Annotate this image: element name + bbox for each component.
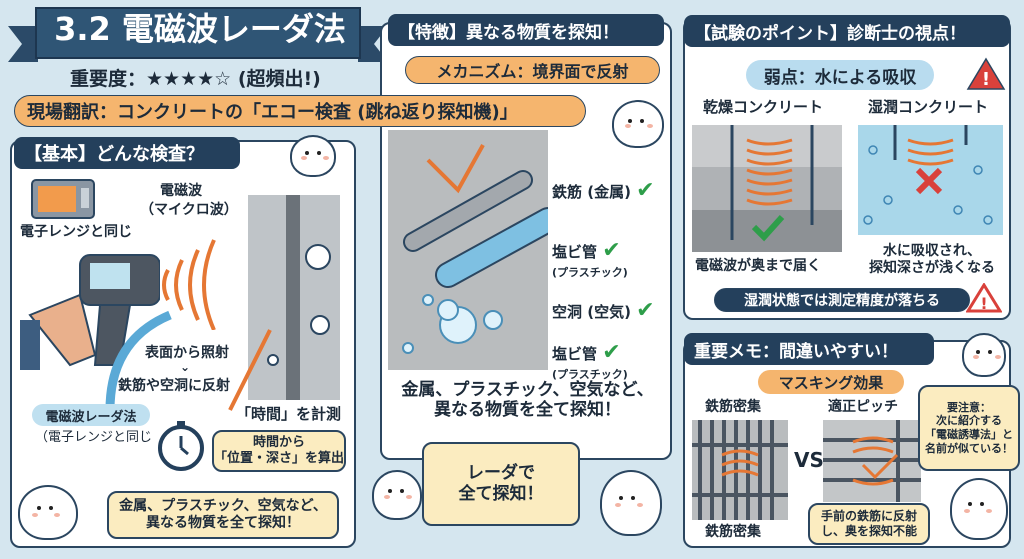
dense-title: 鉄筋密集 [705, 399, 761, 415]
basic-header: 【基本】どんな検査？ [14, 137, 240, 169]
feature-header: 【特徴】異なる物質を探知！ [388, 14, 664, 46]
warning-bar: 湿潤状態では測定精度が落ちる [714, 288, 970, 312]
reflect-label: 鉄筋や空洞に反射 [118, 378, 230, 394]
translation-banner: 現場翻訳：コンクリートの「エコー検査 (跳ね返り探知機)」 [14, 95, 586, 127]
title-ribbon [8, 7, 388, 62]
material-item: 空洞 (空気) ✔ [552, 298, 655, 323]
svg-text:!: ! [982, 69, 990, 90]
dense-rebar-illustration [692, 420, 788, 520]
material-item: 鉄筋 (金属) ✔ [552, 178, 655, 203]
bird-mascot [950, 478, 1008, 540]
concrete-materials-illustration [388, 130, 548, 370]
star-icons: ★★★★☆ [146, 68, 232, 90]
bird-mascot-waving [612, 100, 664, 148]
masking-pill: マスキング効果 [758, 370, 904, 394]
wet-concrete-illustration [858, 125, 1003, 235]
bird-mascot-tablet [962, 333, 1006, 377]
material-list: 鉄筋 (金属) ✔ 塩ビ管 ✔(プラスチック) 空洞 (空気) ✔ 塩ビ管 ✔(… [552, 178, 655, 383]
calc-bubble: 時間から 「位置・深さ」を算出 [212, 430, 346, 472]
wave-label: 電磁波 [160, 183, 202, 199]
wave-sublabel: （マイクロ波） [140, 202, 238, 218]
dry-concrete-illustration [692, 125, 842, 252]
warning-icon: ! [966, 57, 1006, 90]
memo-header: 重要メモ：間違いやすい！ [684, 333, 934, 365]
microwave-label: 電子レンジと同じ [20, 224, 132, 240]
material-item: 塩ビ管 ✔(プラスチック) [552, 340, 628, 382]
bird-mascot-tablet [600, 470, 662, 536]
concrete-section [248, 195, 340, 400]
page-title: 3.2 電磁波レーダ法 [54, 10, 346, 48]
microwave-icon [31, 179, 95, 219]
feature-summary: 金属、プラスチック、空気など、 異なる物質を全て探知！ [401, 380, 654, 421]
irradiate-label: 表面から照射 [145, 345, 229, 361]
down-arrow-icon: ⌄ [180, 360, 191, 374]
mechanism-pill: メカニズム：境界面で反射 [405, 56, 660, 84]
importance-rating: 重要度：★★★★☆ (超頻出!) [70, 64, 321, 91]
svg-text:!: ! [980, 294, 987, 313]
measure-label: 「時間」を計測 [236, 405, 342, 423]
method-sublabel: （電子レンジと同じ [35, 430, 153, 445]
wet-title: 湿潤コンクリート [868, 98, 989, 116]
weakness-pill: 弱点：水による吸収 [746, 60, 934, 90]
reflection-arrows [105, 310, 272, 411]
exam-header: 【試験のポイント】診断士の視点！ [684, 15, 1010, 47]
wet-caption: 水に吸収され、 探知深さが浅くなる [869, 243, 995, 276]
vs-label: VS [794, 448, 824, 472]
dense-caption: 鉄筋密集 [705, 524, 761, 540]
check-icon: ✔ [602, 238, 621, 263]
warning-icon: ! [966, 283, 1002, 313]
radar-bubble: レーダで 全て探知！ [422, 442, 580, 526]
bird-mascot-pointer [18, 485, 78, 540]
stopwatch-icon [158, 421, 204, 471]
dry-caption: 電磁波が奥まで届く [695, 258, 821, 274]
proper-pitch-illustration [823, 420, 921, 502]
pitch-title: 適正ピッチ [828, 399, 898, 415]
reflect-note-bubble: 手前の鉄筋に反射 し、奥を探知不能 [808, 503, 930, 545]
bird-mascot [372, 470, 422, 520]
dry-title: 乾燥コンクリート [703, 98, 824, 116]
importance-label: 重要度： [70, 68, 147, 90]
check-icon: ✔ [636, 178, 655, 203]
check-icon: ✔ [602, 340, 621, 365]
material-item: 塩ビ管 ✔(プラスチック) [552, 238, 628, 280]
method-badge: 電磁波レーダ法 [32, 404, 150, 426]
check-icon: ✔ [636, 298, 655, 323]
importance-note: (超頻出!) [237, 68, 321, 90]
basic-bird-bubble: 金属、プラスチック、空気など、 異なる物質を全て探知！ [107, 491, 339, 539]
note-bubble: 要注意： 次に紹介する 「電磁誘導法」と 名前が似ている！ [918, 385, 1020, 471]
bird-mascot [290, 135, 336, 177]
